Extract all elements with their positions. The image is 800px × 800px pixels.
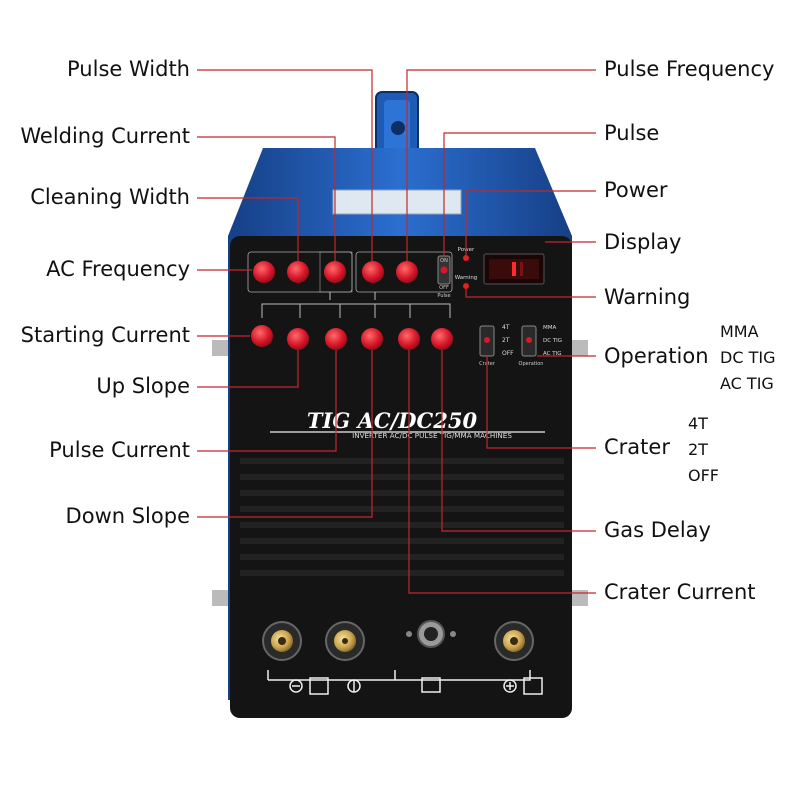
pulse-width-knob[interactable] [362, 261, 384, 283]
operation-option: AC TIG [720, 374, 774, 393]
callout-operation: Operation [604, 344, 709, 368]
callout-pulse: Pulse [604, 121, 660, 145]
callout-starting-current: Starting Current [20, 323, 190, 347]
callout-cleaning-width: Cleaning Width [30, 185, 190, 209]
welding-current-knob[interactable] [324, 261, 346, 283]
callout-warning: Warning [604, 285, 691, 309]
callout-down-slope: Down Slope [65, 504, 190, 528]
negative-terminal[interactable] [262, 621, 302, 661]
op-actig-label: AC TIG [543, 351, 562, 357]
operation-option: MMA [720, 322, 759, 341]
switch-2t-label: 2T [502, 337, 510, 344]
gas-delay-knob[interactable] [431, 328, 453, 350]
terminal-symbols [289, 677, 543, 695]
crater-switch[interactable] [479, 325, 495, 357]
op-dctig-label: DC TIG [543, 338, 562, 344]
model-title: TIG AC/DC250 [307, 408, 478, 433]
callout-display: Display [604, 230, 682, 254]
panel-off-label: OFF [439, 285, 449, 291]
switch-4t-label: 4T [502, 324, 510, 331]
panel-warning-label: Warning [455, 275, 478, 281]
up-slope-knob[interactable] [287, 328, 309, 350]
power-led [463, 255, 469, 261]
starting-current-knob[interactable] [251, 325, 273, 347]
callout-up-slope: Up Slope [96, 374, 190, 398]
crater-options: 4T 2T OFF [688, 411, 719, 489]
callout-ac-frequency: AC Frequency [46, 257, 190, 281]
operation-switch[interactable] [521, 325, 537, 357]
pulse-frequency-knob[interactable] [396, 261, 418, 283]
crater-option: OFF [688, 466, 719, 485]
positive-terminal[interactable] [494, 621, 534, 661]
callout-gas-delay: Gas Delay [604, 518, 711, 542]
cleaning-width-knob[interactable] [287, 261, 309, 283]
op-mma-label: MMA [543, 325, 556, 331]
warning-led [463, 283, 469, 289]
pulse-switch[interactable] [437, 255, 451, 285]
digital-display [483, 253, 545, 285]
callout-pulse-width: Pulse Width [67, 57, 190, 81]
ac-frequency-knob[interactable] [253, 261, 275, 283]
callout-crater-current: Crater Current [604, 580, 756, 604]
crater-current-knob[interactable] [398, 328, 420, 350]
pulse-current-knob[interactable] [325, 328, 347, 350]
panel-pulse-label: Pulse [437, 293, 450, 299]
operation-option: DC TIG [720, 348, 776, 367]
model-subtitle: INVERTER AC/DC PULSE TIG/MMA MACHINES [352, 431, 512, 440]
leader-lines [197, 69, 596, 594]
callout-pulse-current: Pulse Current [49, 438, 190, 462]
panel-on-label: ON [440, 258, 448, 264]
switch-off-label: OFF [502, 350, 514, 357]
control-socket[interactable] [406, 620, 456, 648]
callout-power: Power [604, 178, 668, 202]
crater-option: 2T [688, 440, 708, 459]
operation-switch-label: Operation [519, 361, 544, 367]
down-slope-knob[interactable] [361, 328, 383, 350]
torch-gas-connector[interactable] [325, 621, 365, 661]
callout-crater: Crater [604, 435, 670, 459]
callout-welding-current: Welding Current [20, 124, 190, 148]
crater-option: 4T [688, 414, 708, 433]
operation-options: MMA DC TIG AC TIG [720, 319, 775, 397]
callout-pulse-frequency: Pulse Frequency [604, 57, 775, 81]
